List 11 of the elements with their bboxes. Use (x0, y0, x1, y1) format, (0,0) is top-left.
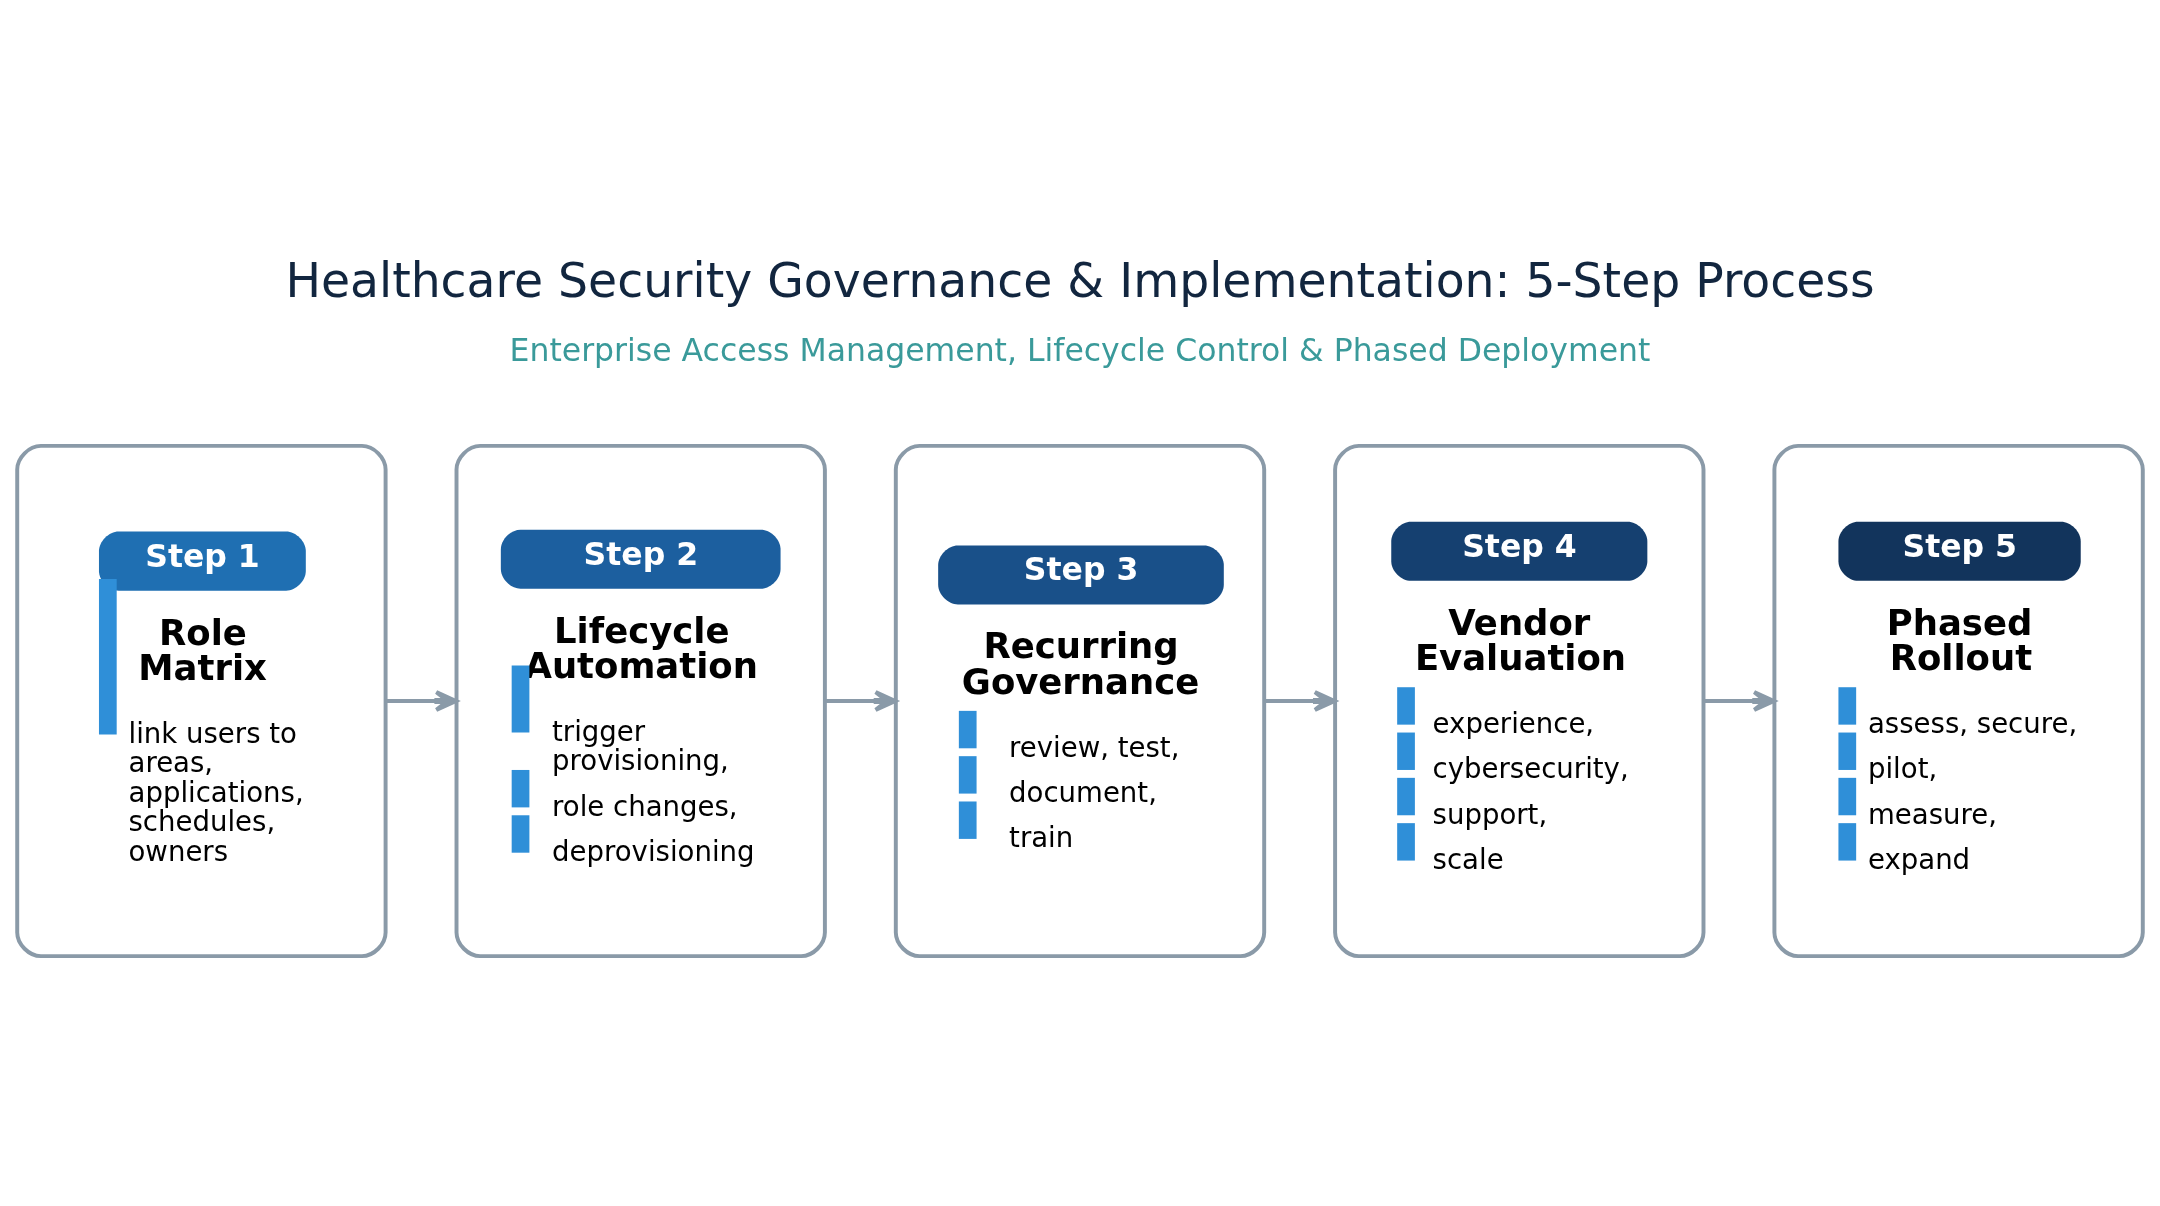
node-box: Step 4 Vendor Evaluation experience, cybersecurity, support, scale (1333, 443, 1706, 958)
arrow (385, 689, 459, 712)
node-box: Step 1 Role Matrix link users to areas, applications, schedules, owners (15, 443, 388, 958)
node-box: Step 5 Phased Rollout assess, secure, pilot, measure, expand (1772, 443, 2145, 958)
node-box: Step 2 Lifecycle Automation trigger provisioning, role changes, deprovisioning (454, 443, 827, 958)
node-box: Step 3 Recurring Governance review, test, document, train (893, 443, 1267, 958)
label: Enterprise Access Management, Lifecycle Control & Phased Deployment (509, 331, 1651, 368)
arrow (1703, 689, 1776, 712)
arrow (1264, 689, 1337, 712)
arrow (825, 689, 898, 712)
diagram-title: Healthcare Security Governance & Implementation: 5-Step Process (285, 252, 1875, 308)
